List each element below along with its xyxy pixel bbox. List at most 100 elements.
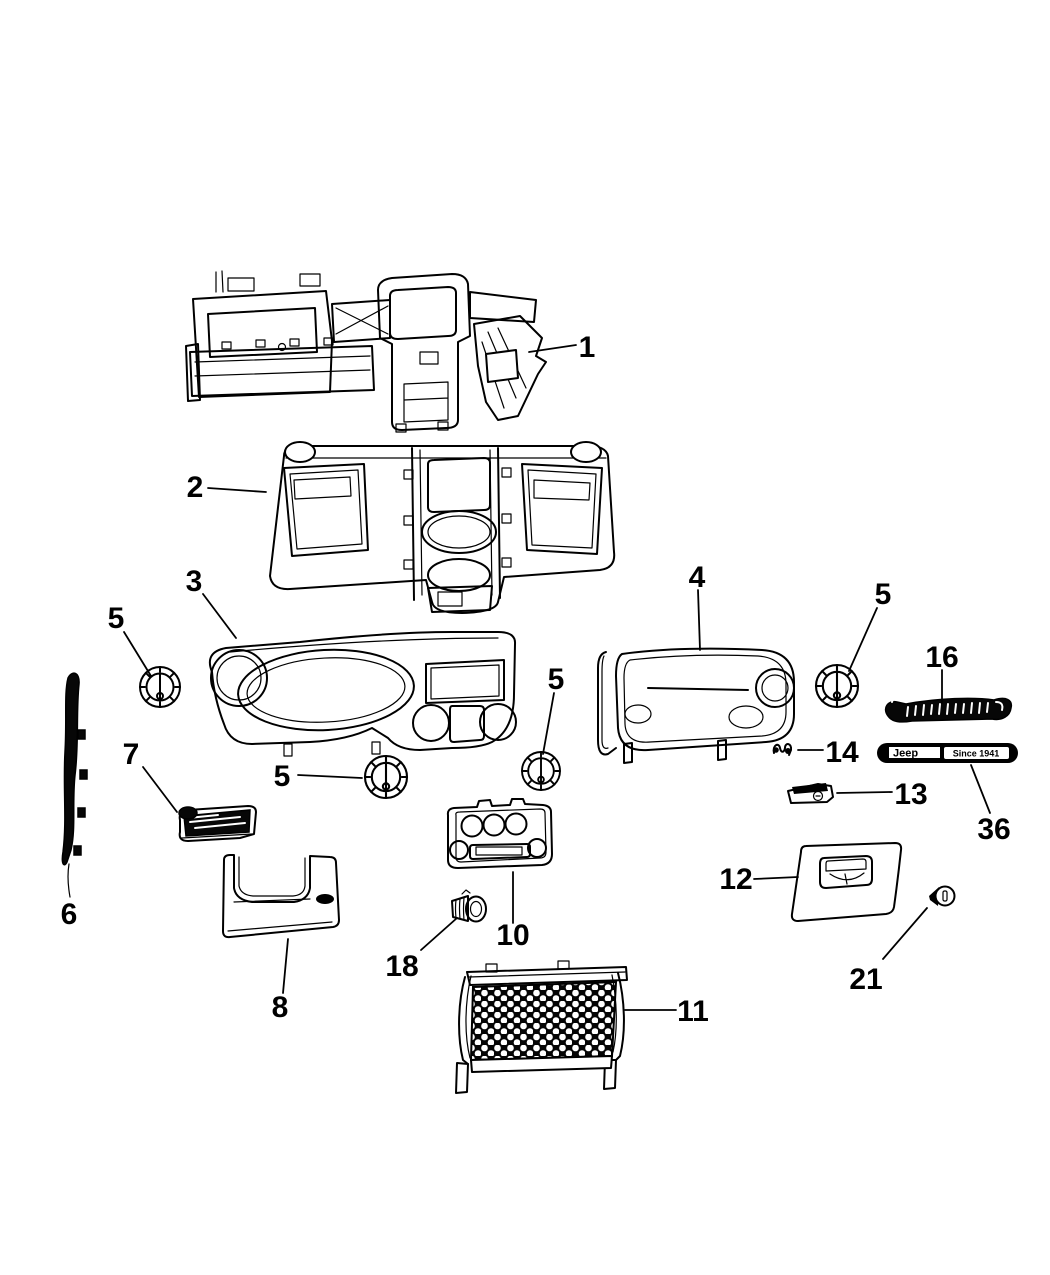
part-2-stack-top-opening	[427, 457, 491, 513]
part-8-slot	[316, 894, 334, 904]
callout-4[interactable]: 4	[689, 561, 706, 594]
part-6-strip	[61, 672, 80, 866]
part-4-vent-opening	[755, 668, 795, 708]
callout-6[interactable]: 6	[61, 898, 78, 931]
callout-14[interactable]: 14	[825, 736, 859, 769]
badge-tagline-text: Since 1941	[953, 749, 1000, 759]
part-10-corner-hole	[449, 840, 469, 860]
part-16-end-curls	[891, 696, 1004, 711]
part-1-center-clip	[419, 351, 439, 365]
part-3-switch-opening	[449, 705, 485, 743]
part-1-left-frame	[192, 290, 333, 398]
part-6-tab	[79, 769, 88, 780]
callout-5-right[interactable]: 5	[875, 578, 892, 611]
part-2-stack-low-opening	[427, 558, 491, 592]
part-6-tail	[67, 863, 71, 898]
part-10-slot	[469, 843, 531, 860]
part-10-hvac-bezel-drawing	[446, 798, 553, 869]
part-3-cluster-opening	[237, 648, 415, 732]
part-3-left-vent-opening	[210, 649, 268, 707]
callout-7[interactable]: 7	[123, 738, 140, 771]
part-3-knob-opening-right	[479, 703, 517, 741]
callout-3[interactable]: 3	[186, 565, 203, 598]
part-8-column-cover-drawing	[222, 854, 340, 939]
part-8-inner-u	[238, 856, 306, 897]
part-18-ribs	[454, 897, 465, 921]
part-4-outline	[615, 647, 795, 752]
part-7-lip	[181, 833, 253, 839]
callout-16[interactable]: 16	[925, 641, 958, 674]
part-1-bracket-plate	[485, 349, 519, 383]
part-11-left-frame-inner	[465, 975, 472, 1059]
leader-1	[528, 344, 577, 353]
leader-2	[207, 487, 267, 493]
part-6-tab	[73, 845, 82, 856]
callout-5-mid[interactable]: 5	[548, 663, 565, 696]
part-18-face	[465, 895, 487, 923]
part-1-foot	[395, 423, 407, 433]
part-12-outline	[790, 842, 903, 922]
part-3-cluster-inner	[246, 657, 406, 723]
part-11-rim-line	[468, 971, 626, 978]
part-21-keyhole	[942, 890, 948, 902]
part-4-passenger-panel-drawing	[597, 647, 795, 764]
part-11-right-frame	[615, 972, 625, 1061]
part-2-right-detail	[527, 469, 597, 549]
part-2-clip	[501, 467, 512, 478]
part-1-beam-braces	[335, 305, 389, 335]
callout-2[interactable]: 2	[187, 471, 204, 504]
part-1-rail-clip	[221, 341, 232, 350]
part-10-slot-inner	[475, 846, 523, 856]
part-2-stack-tray	[427, 585, 493, 613]
leader-18	[420, 917, 458, 951]
part-3-tab	[371, 741, 381, 755]
part-14-wire	[772, 743, 793, 756]
part-1-center-opening	[389, 286, 457, 340]
callout-21[interactable]: 21	[849, 963, 882, 996]
leader-7	[142, 766, 178, 813]
callout-1[interactable]: 1	[579, 331, 596, 364]
part-1-rail-clip	[255, 339, 266, 348]
part-4-legs	[623, 739, 727, 764]
part-13-bracket-drawing	[787, 783, 834, 804]
callout-18[interactable]: 18	[385, 950, 418, 983]
callout-12[interactable]: 12	[719, 863, 752, 896]
part-12-glovebox-door-drawing	[790, 842, 903, 922]
callout-10[interactable]: 10	[496, 919, 529, 952]
part-3-cluster-bezel-drawing	[208, 631, 517, 757]
part-11-top-rim	[466, 966, 628, 986]
callout-8[interactable]: 8	[272, 991, 289, 1024]
part-2-clip	[403, 515, 414, 526]
leader-5a	[123, 631, 152, 677]
callout-5-center[interactable]: 5	[274, 760, 291, 793]
part-18-side	[451, 895, 469, 922]
part-6-tab	[77, 807, 86, 818]
part-1-cross-beam	[331, 299, 391, 343]
part-3-radio-opening	[425, 659, 505, 704]
part-18-notch	[461, 889, 471, 895]
callout-36[interactable]: 36	[977, 813, 1010, 846]
part-1-left-endcap	[185, 343, 201, 402]
part-21-face	[934, 885, 956, 907]
part-1-rail-clip	[289, 338, 300, 347]
part-5-vent-left-drawing	[139, 666, 181, 708]
callout-5-left[interactable]: 5	[108, 602, 125, 635]
part-10-knob-hole	[460, 814, 484, 838]
callout-13[interactable]: 13	[894, 778, 927, 811]
part-4-flange	[597, 651, 617, 756]
part-10-corner-hole	[527, 838, 547, 858]
part-4-flange-inner	[601, 655, 609, 749]
leader-4	[697, 589, 701, 651]
leader-5b	[297, 774, 363, 779]
callout-11[interactable]: 11	[677, 995, 709, 1028]
part-1-rail-lines	[194, 355, 371, 377]
part-7-tray-drawing	[178, 805, 257, 842]
part-10-knob-hole	[504, 812, 528, 836]
part-4-oval-left	[624, 704, 652, 724]
part-8-lip-lines	[227, 898, 333, 932]
part-11-mesh	[469, 980, 618, 1062]
leader-5c	[542, 692, 555, 755]
part-8-outline	[222, 854, 340, 939]
part-1-right-bracket	[473, 315, 547, 421]
part-1-hole	[277, 342, 287, 352]
